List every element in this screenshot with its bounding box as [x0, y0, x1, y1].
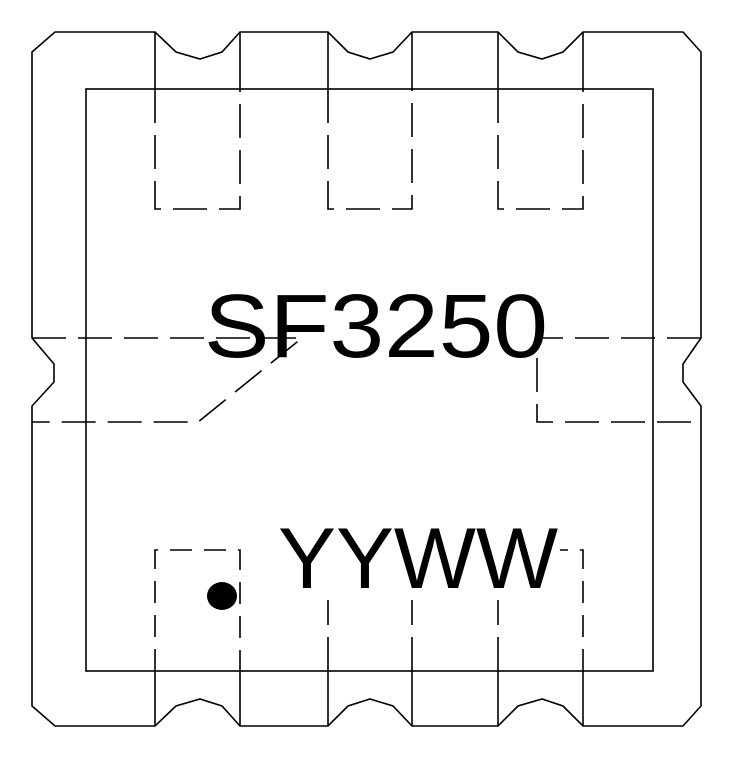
bottom-pad-1 [154, 549, 241, 671]
top-pads [154, 89, 584, 210]
bottom-pads [154, 549, 584, 671]
top-pad-3 [497, 89, 584, 210]
top-pad-2 [327, 89, 413, 210]
part-marking-text: SF3250 [204, 277, 548, 377]
bottom-pad-3b [560, 549, 584, 671]
center-ground-pad [32, 337, 701, 423]
top-pad-1 [154, 89, 241, 210]
top-pad-guides [154, 32, 584, 89]
date-code-text: YYWW [278, 511, 558, 607]
package-inner-body [85, 88, 654, 672]
package-outer-outline [31, 31, 702, 727]
bottom-pad-guides [154, 671, 584, 726]
pin1-indicator-dot [207, 582, 237, 610]
